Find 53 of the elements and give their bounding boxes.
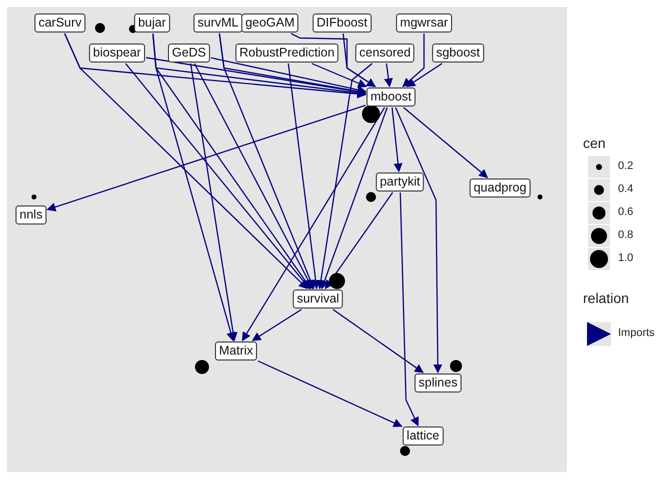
legend-title: cen — [583, 135, 606, 151]
package-label: Matrix — [214, 342, 258, 360]
import-arrow — [218, 33, 315, 290]
import-arrow — [402, 34, 425, 88]
import-arrow — [392, 107, 402, 172]
package-label: RobustPrediction — [235, 44, 339, 62]
package-label: mgwrsar — [396, 14, 452, 32]
legend-label: 0.8 — [618, 229, 634, 241]
package-label: quadprog — [470, 178, 530, 198]
package-label: partykit — [376, 172, 424, 192]
package-label: lattice — [402, 426, 444, 446]
import-arrow — [395, 107, 442, 374]
import-arrow — [406, 63, 442, 87]
import-arrow — [125, 63, 310, 290]
package-label: geoGAM — [241, 14, 299, 32]
legend-label: 0.6 — [618, 206, 634, 218]
import-arrow — [146, 57, 366, 96]
import-arrow — [316, 63, 373, 290]
import-arrow — [403, 107, 488, 178]
package-label: mboost — [366, 88, 416, 106]
package-label: nnls — [16, 206, 46, 224]
import-arrow — [152, 33, 236, 342]
import-arrow — [46, 104, 366, 212]
package-label: bujar — [134, 14, 170, 32]
package-label: biospear — [89, 44, 145, 62]
import-arrow — [324, 192, 394, 290]
package-label: splines — [414, 374, 462, 392]
legend-label: 1.0 — [618, 252, 634, 264]
import-arrow — [210, 57, 366, 94]
package-label: sgboost — [432, 44, 484, 62]
legend-label: 0.2 — [618, 160, 634, 172]
import-arrow — [288, 63, 320, 290]
legend-title: relation — [583, 290, 629, 306]
legend-label: 0.4 — [618, 183, 634, 195]
import-arrow — [258, 360, 402, 428]
import-arrow — [252, 309, 302, 341]
import-arrow — [384, 63, 393, 88]
import-arrow — [312, 62, 367, 88]
import-arrow — [342, 33, 376, 87]
package-label: survML — [194, 14, 242, 32]
package-label: DIFboost — [312, 14, 372, 32]
legend-label: Imports — [618, 327, 655, 339]
package-label: GeDS — [168, 44, 210, 62]
import-arrow — [332, 309, 424, 374]
import-arrow — [400, 192, 419, 426]
import-arrow — [190, 63, 238, 342]
import-arrow — [320, 107, 388, 290]
package-label: carSurv — [34, 14, 86, 32]
import-arrow — [242, 107, 386, 342]
import-arrow — [194, 63, 314, 290]
package-label: censored — [355, 44, 415, 62]
package-label: survival — [292, 290, 344, 308]
import-arrow — [64, 33, 308, 290]
